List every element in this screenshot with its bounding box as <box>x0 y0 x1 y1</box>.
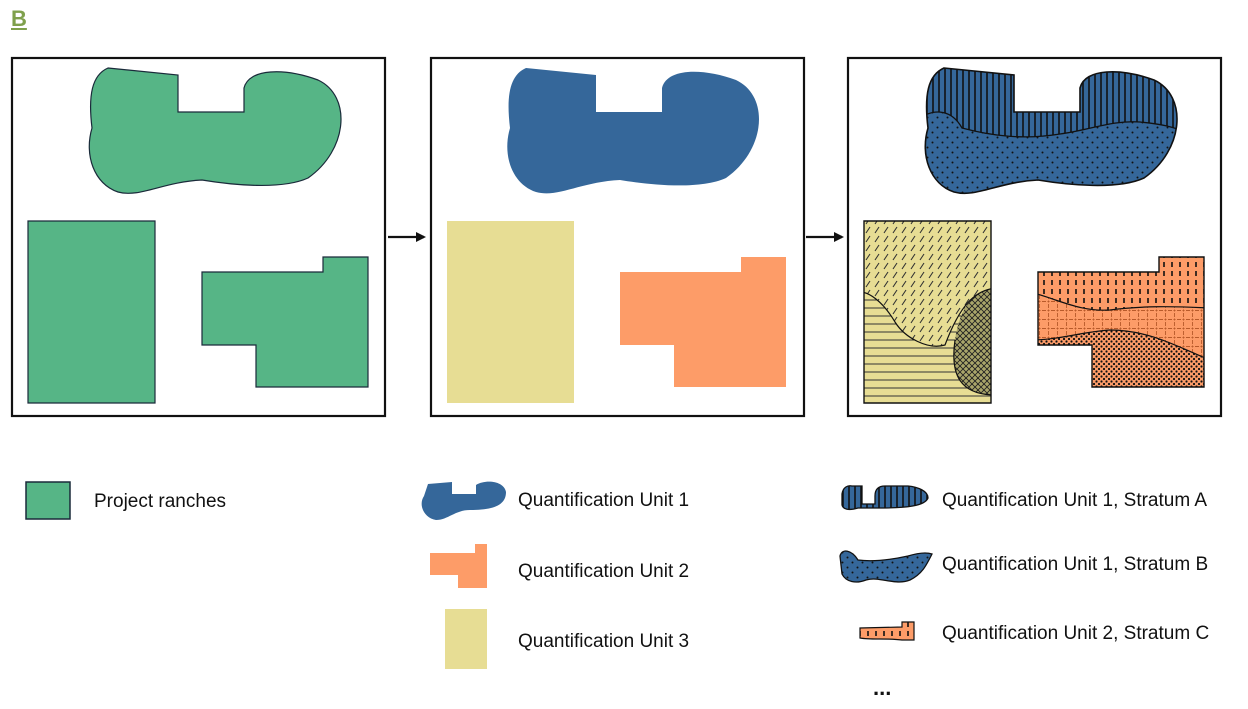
legend-swatch-qu2 <box>430 544 487 588</box>
stratum-diagonal-fill <box>864 221 991 347</box>
legend-swatch-qu3 <box>445 609 487 669</box>
legend: Project ranches Quantification Unit 1 Qu… <box>25 481 1209 700</box>
legend-swatch-ranches <box>25 481 71 520</box>
ranches-panel <box>10 56 387 418</box>
legend-ellipsis: ... <box>873 675 891 700</box>
quantification-units-panel <box>429 56 806 418</box>
qu3-strata <box>864 221 991 403</box>
stratum-crosshatch-fill <box>953 288 991 395</box>
stratum-boundary <box>1038 329 1204 361</box>
ranch-rectangle-shape <box>27 220 156 404</box>
legend-label-qu1: Quantification Unit 1 <box>518 490 689 511</box>
legend-label-stratum-b: Quantification Unit 1, Stratum B <box>942 554 1208 575</box>
stratum-boundary <box>864 287 991 347</box>
legend-label-stratum-a: Quantification Unit 1, Stratum A <box>942 490 1207 511</box>
legend-label-qu3: Quantification Unit 3 <box>518 631 689 652</box>
legend-label-stratum-c: Quantification Unit 2, Stratum C <box>942 623 1209 644</box>
stratum-grid-fill <box>1038 292 1204 360</box>
legend-swatch-stratum-b <box>839 550 933 583</box>
stratum-boundary <box>953 339 991 396</box>
strata-panel <box>846 56 1223 418</box>
stratum-boundary <box>1038 291 1204 311</box>
qu3-shape <box>447 221 574 403</box>
legend-swatch-stratum-c <box>859 621 915 641</box>
panel-label: B <box>11 6 27 31</box>
legend-swatch-qu1 <box>421 481 506 520</box>
legend-swatch-stratum-a <box>841 485 929 511</box>
legend-label-ranches: Project ranches <box>94 491 226 512</box>
legend-label-qu2: Quantification Unit 2 <box>518 561 689 582</box>
stratum-boundary <box>925 111 1177 138</box>
